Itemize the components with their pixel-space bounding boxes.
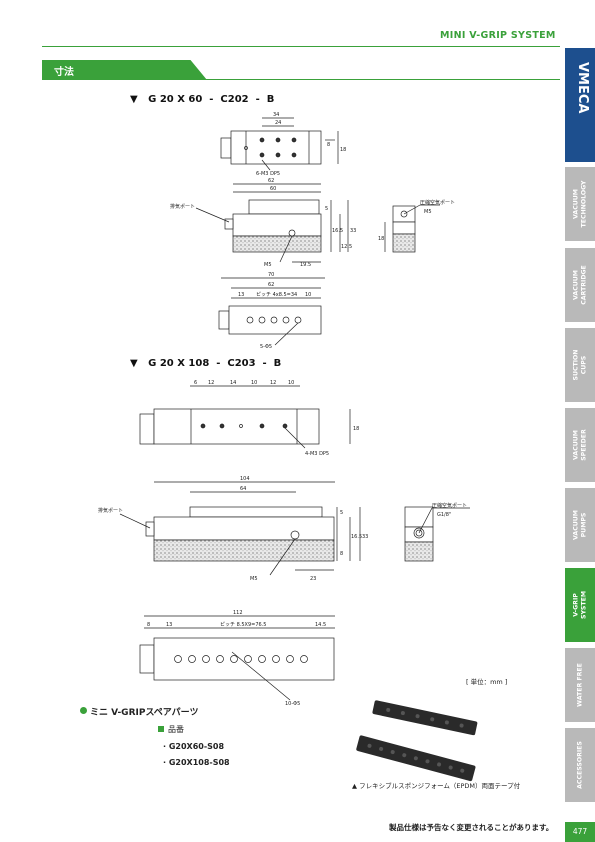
page-number-box: 477 <box>565 822 595 842</box>
d2-top-14: 14 <box>230 380 236 386</box>
d2-bottom-13: 13 <box>166 622 172 628</box>
section-bar: 寸法 <box>42 60 207 80</box>
d2-bottom-holes: 10-Φ5 <box>285 701 300 707</box>
drawing1-top-view <box>220 117 339 171</box>
d1-top-8: 8 <box>327 142 330 148</box>
drawing2-bottom-view <box>139 615 335 701</box>
d1-top-note: 6-M3 DP5 <box>256 171 280 177</box>
d2-front-8: 8 <box>340 551 343 557</box>
d2-front-23: 23 <box>310 576 316 582</box>
spare-item: · G20X108-S08 <box>163 758 230 767</box>
d1-top-34: 34 <box>273 112 279 118</box>
drawing2-top-view <box>139 385 351 449</box>
d1-front-exhaust: 排気ポート <box>170 203 195 210</box>
d1-top-24: 24 <box>275 120 281 126</box>
d1-bottom-holes: 5-Φ5 <box>260 344 272 350</box>
tab-vacuum-technology[interactable]: VACUUM TECHNOLOGY <box>565 167 595 241</box>
d1-bottom-62: 62 <box>268 282 274 288</box>
d1-front-60: 60 <box>270 186 276 192</box>
drawing1-bottom-view <box>218 277 325 346</box>
drawing2-front-view <box>119 481 361 576</box>
d2-bottom-112: 112 <box>233 610 243 616</box>
d2-top-12a: 12 <box>208 380 214 386</box>
d2-top-10b: 10 <box>288 380 294 386</box>
tab-suction-cups[interactable]: SUCTION CUPS <box>565 328 595 402</box>
d2-front-104: 104 <box>240 476 250 482</box>
header-title: MINI V-GRIP SYSTEM <box>440 30 556 41</box>
d2-bottom-8: 8 <box>147 622 150 628</box>
d1-bottom-70: 70 <box>268 272 274 278</box>
d1-front-33: 33 <box>350 228 356 234</box>
drawing2-side-view <box>404 506 470 562</box>
d1-side-18: 18 <box>378 236 384 242</box>
d2-side-g: G1/8" <box>437 512 451 518</box>
unit-note: [ 単位：mm ] <box>466 678 508 686</box>
d1-front-16-5: 16.5 <box>332 228 343 234</box>
d2-bottom-14-5: 14.5 <box>315 622 326 628</box>
d1-front-62: 62 <box>268 178 274 184</box>
d2-top-12b: 12 <box>270 380 276 386</box>
spare-parts-title: ミニ V-GRIPスペアパーツ <box>90 708 199 718</box>
d2-top-6: 6 <box>194 380 197 386</box>
d1-front-12-5: 12.5 <box>341 244 352 250</box>
d1-front-m5: M5 <box>264 262 272 268</box>
d2-top-18: 18 <box>353 426 359 432</box>
d1-side-port: 圧縮空気ポート <box>420 199 455 206</box>
header-divider <box>42 46 560 47</box>
drawing1-side-view <box>384 204 440 253</box>
d2-top-note: 4-M3 DP5 <box>305 451 329 457</box>
d2-top-10a: 10 <box>251 380 257 386</box>
bullet-icon <box>80 707 87 714</box>
tab-vacuum-speeder[interactable]: VACUUM SPEEDER <box>565 408 595 482</box>
d1-bottom-10: 10 <box>305 292 311 298</box>
d2-front-exhaust: 排気ポート <box>98 507 123 514</box>
section-title: 寸法 <box>54 67 74 78</box>
d1-front-19-5: 19.5 <box>300 262 311 268</box>
spare-parts-photo <box>356 700 478 782</box>
d2-front-64: 64 <box>240 486 246 492</box>
d1-front-5: 5 <box>325 206 328 212</box>
d2-front-5: 5 <box>340 510 343 516</box>
brand-logo-text: VMECA <box>575 62 590 114</box>
d1-bottom-pitch: ピッチ 4x8.5=34 <box>256 292 297 298</box>
d2-bottom-pitch: ピッチ 8.5X9=76.5 <box>220 622 266 628</box>
model-title-1: ▼ G 20 X 60 - C202 - B <box>130 94 275 105</box>
photo-caption: ▲ フレキシブルスポンジフォーム（EPDM）両面テープ付 <box>352 782 521 790</box>
section-divider <box>42 79 560 80</box>
d1-bottom-13: 13 <box>238 292 244 298</box>
d1-side-m5: M5 <box>424 209 432 215</box>
tab-vacuum-cartridge[interactable]: VACUUM CARTRIDGE <box>565 248 595 322</box>
spare-parts-label: 品番 <box>168 725 184 734</box>
tab-vacuum-pumps[interactable]: VACUUM PUMPS <box>565 488 595 562</box>
d2-front-33: 33 <box>362 534 368 540</box>
model-title-2: ▼ G 20 X 108 - C203 - B <box>130 358 282 369</box>
tab-water-free[interactable]: WATER FREE <box>565 648 595 722</box>
d2-side-port: 圧縮空気ポート <box>432 502 467 509</box>
footer-note: 製品仕様は予告なく変更されることがあります。 <box>389 823 554 832</box>
brand-logo: VMECA <box>565 48 595 162</box>
d1-top-18: 18 <box>340 147 346 153</box>
page-number: 477 <box>572 827 588 836</box>
tab-accessories[interactable]: ACCESSORIES <box>565 728 595 802</box>
drawing1-front-view <box>195 183 349 263</box>
d2-front-16-5: 16.5 <box>351 534 362 540</box>
d2-front-m5: M5 <box>250 576 258 582</box>
spare-item: · G20X60-S08 <box>163 742 225 751</box>
tab-v-grip-system[interactable]: V-GRIP SYSTEM <box>565 568 595 642</box>
square-bullet-icon <box>158 726 164 732</box>
